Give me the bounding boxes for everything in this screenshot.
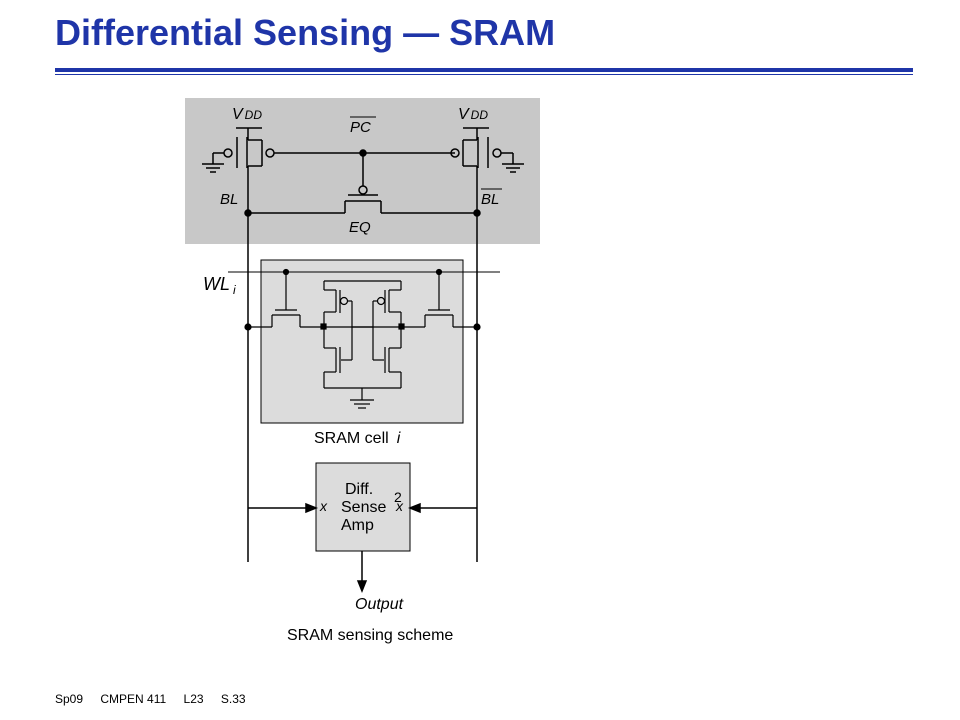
slide-footer: Sp09 CMPEN 411 L23 S.33 [55, 692, 260, 706]
output-label: Output [355, 596, 404, 613]
sense-amp-line1: Diff. [345, 481, 373, 498]
sense-amp-wiring [248, 502, 477, 594]
bl-label: BL [220, 191, 238, 208]
sense-amp-x-left: x [319, 498, 328, 514]
title-rule-thick [55, 68, 913, 72]
eq-label: EQ [349, 219, 371, 236]
sense-amp-x-right: x [395, 498, 404, 514]
footer-slide-number: S.33 [220, 692, 246, 706]
diagram-caption: SRAM sensing scheme [287, 627, 453, 644]
pmos-precharge-right [450, 127, 524, 173]
title-rule-thin [55, 74, 913, 75]
slide-title: Differential Sensing — SRAM [55, 12, 556, 53]
bl-bar-label: BL [481, 191, 499, 208]
footer-code: CMPEN 411 [100, 692, 167, 706]
sense-amp-block [315, 462, 411, 552]
pc-label: PC [350, 119, 371, 136]
sense-amp-2: 2 [394, 489, 402, 505]
sense-amp-line3: Amp [341, 517, 374, 534]
sram-cell-circuit [244, 268, 481, 409]
footer-lecture: L23 [183, 692, 204, 706]
equalize-transistor [244, 149, 481, 217]
sense-amp-line2: Sense [341, 499, 386, 516]
footer-course: Sp09 [55, 692, 84, 706]
